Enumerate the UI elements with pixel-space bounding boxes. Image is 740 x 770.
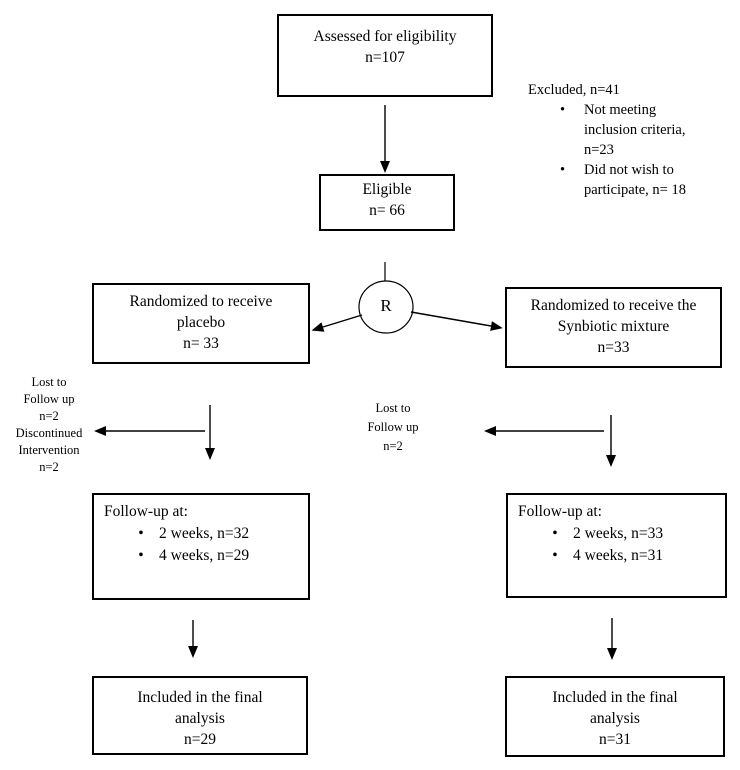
note-line: n=2 (383, 439, 403, 453)
note-line: Lost to (31, 375, 67, 389)
excluded-bullet-item: • Did not wish to participate, n= 18 (528, 160, 724, 200)
assessed-count: n=107 (365, 49, 405, 66)
final-right-count: n=31 (599, 731, 631, 748)
note-line: Follow up (23, 392, 75, 406)
synbiotic-label-line2: Synbiotic mixture (557, 318, 670, 335)
eligible-label: Eligible (362, 181, 412, 198)
bullet-icon: • (552, 547, 558, 564)
note-line: Discontinued (15, 426, 83, 440)
followup-bullet-text: 4 weeks, n=29 (159, 547, 250, 564)
note-line: Lost to (375, 401, 411, 415)
note-line: Follow up (367, 420, 419, 434)
bullet-icon: • (138, 547, 144, 564)
followup-bullet-text: 2 weeks, n=33 (573, 525, 664, 542)
placebo-label-line1: Randomized to receive (129, 293, 273, 310)
final-left-count: n=29 (184, 731, 216, 748)
bullet-icon: • (560, 162, 566, 178)
followup-bullet-item: • 4 weeks, n=31 (518, 545, 725, 567)
synbiotic-count: n=33 (597, 339, 630, 356)
followup-left-title: Follow-up at: (104, 503, 188, 520)
excluded-bullet-text: Did not wish to participate, n= 18 (584, 162, 686, 198)
eligible-box: Eligible n= 66 (319, 174, 455, 231)
bullet-icon: • (552, 525, 558, 542)
placebo-count: n= 33 (183, 335, 219, 352)
excluded-title: Excluded, n=41 (528, 82, 620, 98)
note-line: n=2 (39, 460, 59, 474)
final-left-line1: Included in the final (137, 689, 263, 706)
followup-bullet-item: • 4 weeks, n=29 (104, 545, 308, 567)
bullet-icon: • (138, 525, 144, 542)
note-line: Intervention (18, 443, 80, 457)
followup-bullet-text: 2 weeks, n=32 (159, 525, 250, 542)
followup-bullet-item: • 2 weeks, n=33 (518, 523, 725, 545)
randomizer-symbol: R (380, 296, 392, 315)
assessed-label-line1: Assessed for eligibility (313, 28, 457, 45)
followup-bullet-item: • 2 weeks, n=32 (104, 523, 308, 545)
final-analysis-left-box: Included in the final analysis n=29 (92, 676, 308, 755)
excluded-bullet-item: • Not meeting inclusion criteria, n=23 (528, 100, 724, 160)
final-analysis-right-box: Included in the final analysis n=31 (505, 676, 725, 757)
final-right-line2: analysis (590, 710, 640, 727)
assessed-for-eligibility-box: Assessed for eligibility n=107 (277, 14, 493, 97)
synbiotic-arm-box: Randomized to receive the Synbiotic mixt… (505, 287, 722, 368)
excluded-note: Excluded, n=41 • Not meeting inclusion c… (528, 80, 724, 200)
note-line: n=2 (39, 409, 59, 423)
final-right-line1: Included in the final (552, 689, 678, 706)
eligible-count: n= 66 (369, 202, 405, 219)
excluded-bullet-text: Not meeting inclusion criteria, n=23 (584, 102, 686, 158)
followup-left-box: Follow-up at: • 2 weeks, n=32 • 4 weeks,… (92, 493, 310, 600)
lost-to-followup-left-note: Lost to Follow up n=2 Discontinued Inter… (2, 374, 96, 476)
arrow-randomizer-to-placebo (311, 314, 363, 332)
followup-right-title: Follow-up at: (518, 503, 602, 520)
placebo-label-line2: placebo (176, 314, 226, 331)
arrow-randomizer-to-synbiotic (410, 311, 503, 331)
bullet-icon: • (560, 102, 566, 118)
followup-right-box: Follow-up at: • 2 weeks, n=33 • 4 weeks,… (506, 493, 727, 598)
lost-to-followup-right-note: Lost to Follow up n=2 (343, 399, 443, 456)
followup-bullet-text: 4 weeks, n=31 (573, 547, 664, 564)
final-left-line2: analysis (175, 710, 225, 727)
synbiotic-label-line1: Randomized to receive the (530, 297, 697, 314)
placebo-arm-box: Randomized to receive placebo n= 33 (92, 283, 310, 364)
